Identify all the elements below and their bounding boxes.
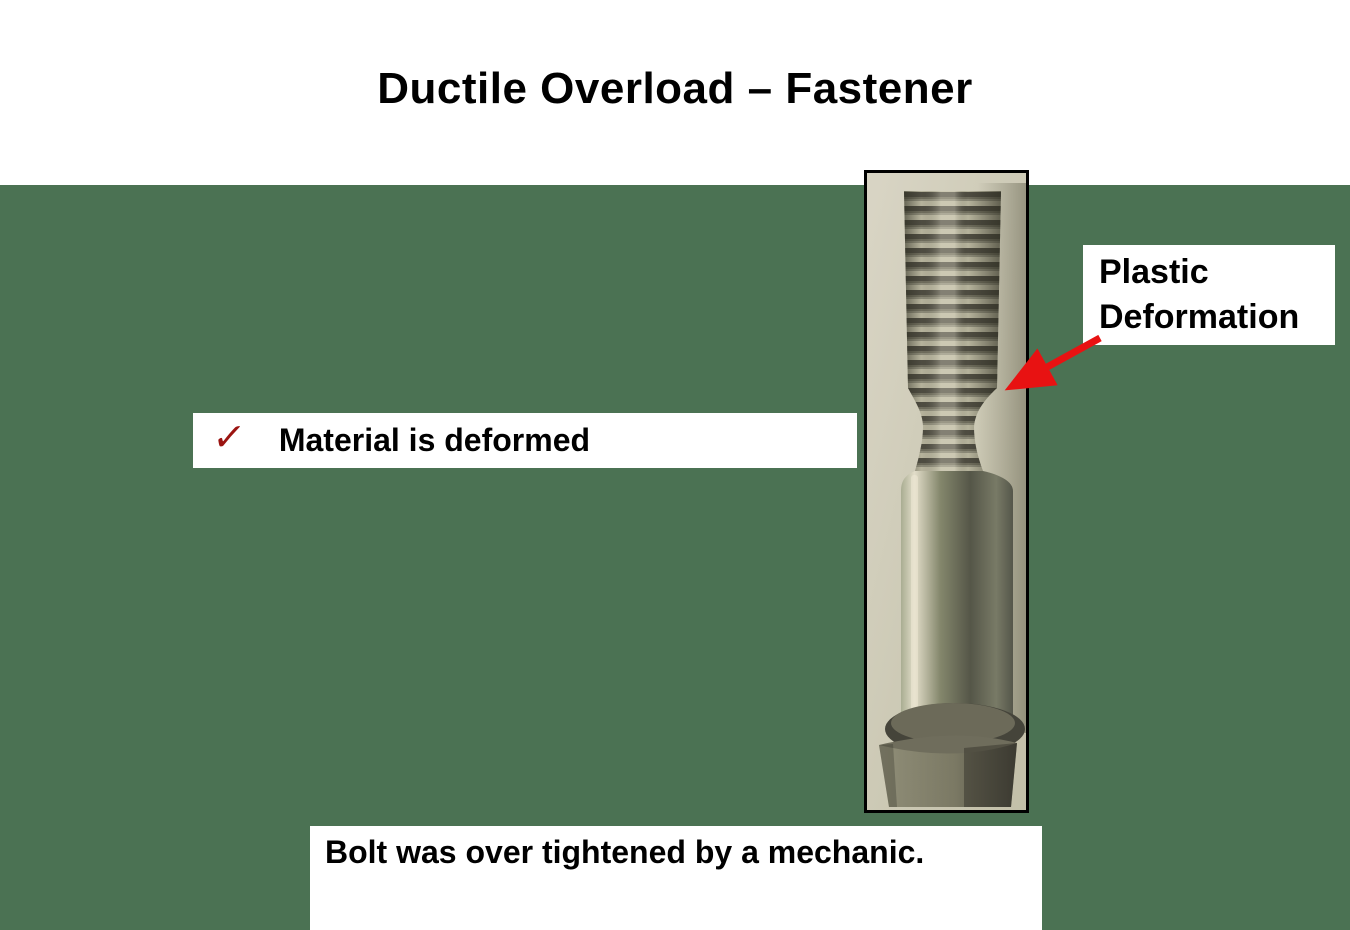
page-title: Ductile Overload – Fastener [377, 64, 973, 113]
bolt-head-left-facet [879, 744, 897, 807]
bolt-head [879, 743, 1017, 807]
caption-box: Bolt was over tightened by a mechanic. [310, 826, 1042, 930]
bolt-shank [901, 471, 1013, 725]
bullet-material-deformed: ✓ Material is deformed [193, 413, 857, 468]
checkmark-icon: ✓ [209, 417, 248, 459]
bullet-label: Material is deformed [278, 422, 591, 458]
bolt-head-right-facet [964, 743, 1017, 807]
bolt-illustration [867, 173, 1026, 810]
callout-line-1: Plastic [1099, 253, 1209, 291]
caption-label: Bolt was over tightened by a mechanic. [325, 834, 925, 870]
bolt-flange-top [891, 703, 1015, 743]
shank-highlight [911, 475, 918, 721]
arrow-icon [1004, 334, 1102, 391]
callout-plastic-deformation: Plastic Deformation [1083, 245, 1335, 345]
callout-line-2: Deformation [1099, 298, 1300, 336]
deformed-bolt-photo [864, 170, 1029, 813]
bolt-head-top-face [879, 735, 1017, 754]
